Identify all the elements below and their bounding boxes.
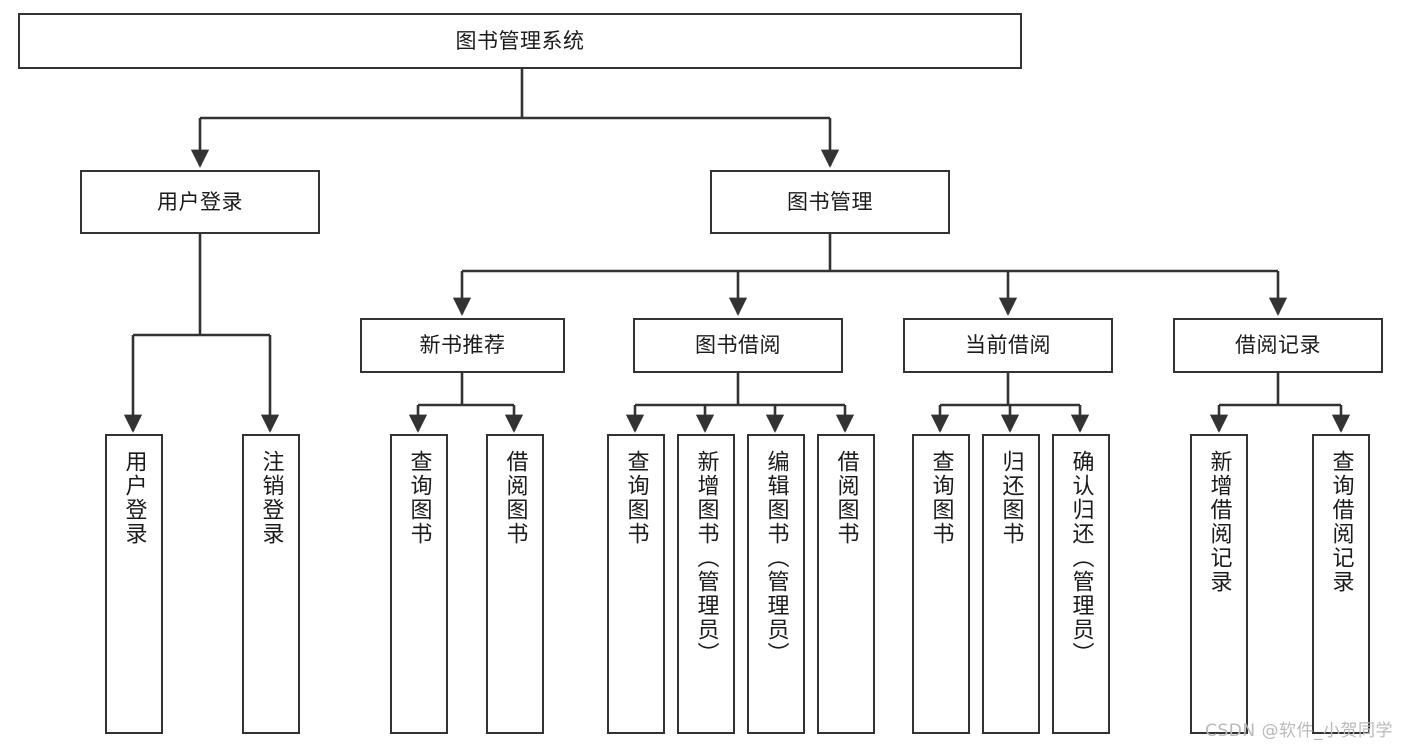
node-root[interactable]: 图书管理系统 — [18, 13, 1022, 69]
leaf-current-return-book[interactable]: 归还图书 — [982, 434, 1040, 734]
leaf-borrow-borrow-book[interactable]: 借阅图书 — [817, 434, 875, 734]
leaf-newbook-query-book-label: 查询图书 — [406, 450, 432, 546]
leaf-current-confirm-return-admin-label: 确认归还（管理员） — [1068, 450, 1094, 666]
leaf-newbook-query-book[interactable]: 查询图书 — [390, 434, 448, 734]
node-user-login[interactable]: 用户登录 — [80, 170, 320, 234]
leaf-current-return-book-label: 归还图书 — [998, 450, 1024, 546]
node-book-management[interactable]: 图书管理 — [710, 170, 950, 234]
csdn-watermark: CSDN @软件_小贺同学 — [1205, 721, 1393, 741]
leaf-current-query-book-label: 查询图书 — [928, 450, 954, 546]
leaf-borrow-edit-book-admin[interactable]: 编辑图书（管理员） — [747, 434, 805, 734]
node-book-borrow-label: 图书借阅 — [695, 333, 781, 358]
node-book-borrow[interactable]: 图书借阅 — [633, 318, 843, 373]
node-borrow-records[interactable]: 借阅记录 — [1173, 318, 1383, 373]
leaf-records-add-record[interactable]: 新增借阅记录 — [1190, 434, 1248, 734]
leaf-borrow-add-book-admin[interactable]: 新增图书（管理员） — [677, 434, 735, 734]
leaf-borrow-query-book-label: 查询图书 — [623, 450, 649, 546]
leaf-borrow-borrow-book-label: 借阅图书 — [833, 450, 859, 546]
node-new-book-recommend[interactable]: 新书推荐 — [360, 318, 565, 373]
leaf-login-logout-label: 注销登录 — [258, 450, 284, 546]
node-current-borrow[interactable]: 当前借阅 — [903, 318, 1113, 373]
node-book-management-label: 图书管理 — [787, 189, 873, 214]
leaf-login-user-login[interactable]: 用户登录 — [105, 434, 163, 734]
leaf-login-user-login-label: 用户登录 — [121, 450, 147, 546]
leaf-records-add-record-label: 新增借阅记录 — [1206, 450, 1232, 594]
node-root-label: 图书管理系统 — [455, 28, 585, 53]
node-user-login-label: 用户登录 — [157, 189, 243, 214]
leaf-borrow-edit-book-admin-label: 编辑图书（管理员） — [763, 450, 789, 666]
leaf-records-query-record-label: 查询借阅记录 — [1328, 450, 1354, 594]
leaf-newbook-borrow-book[interactable]: 借阅图书 — [486, 434, 544, 734]
leaf-login-logout[interactable]: 注销登录 — [242, 434, 300, 734]
leaf-current-confirm-return-admin[interactable]: 确认归还（管理员） — [1052, 434, 1110, 734]
leaf-borrow-add-book-admin-label: 新增图书（管理员） — [693, 450, 719, 666]
node-new-book-recommend-label: 新书推荐 — [419, 333, 506, 358]
leaf-borrow-query-book[interactable]: 查询图书 — [607, 434, 665, 734]
leaf-newbook-borrow-book-label: 借阅图书 — [502, 450, 528, 546]
node-borrow-records-label: 借阅记录 — [1235, 333, 1321, 358]
leaf-records-query-record[interactable]: 查询借阅记录 — [1312, 434, 1370, 734]
node-current-borrow-label: 当前借阅 — [965, 333, 1051, 358]
leaf-current-query-book[interactable]: 查询图书 — [912, 434, 970, 734]
